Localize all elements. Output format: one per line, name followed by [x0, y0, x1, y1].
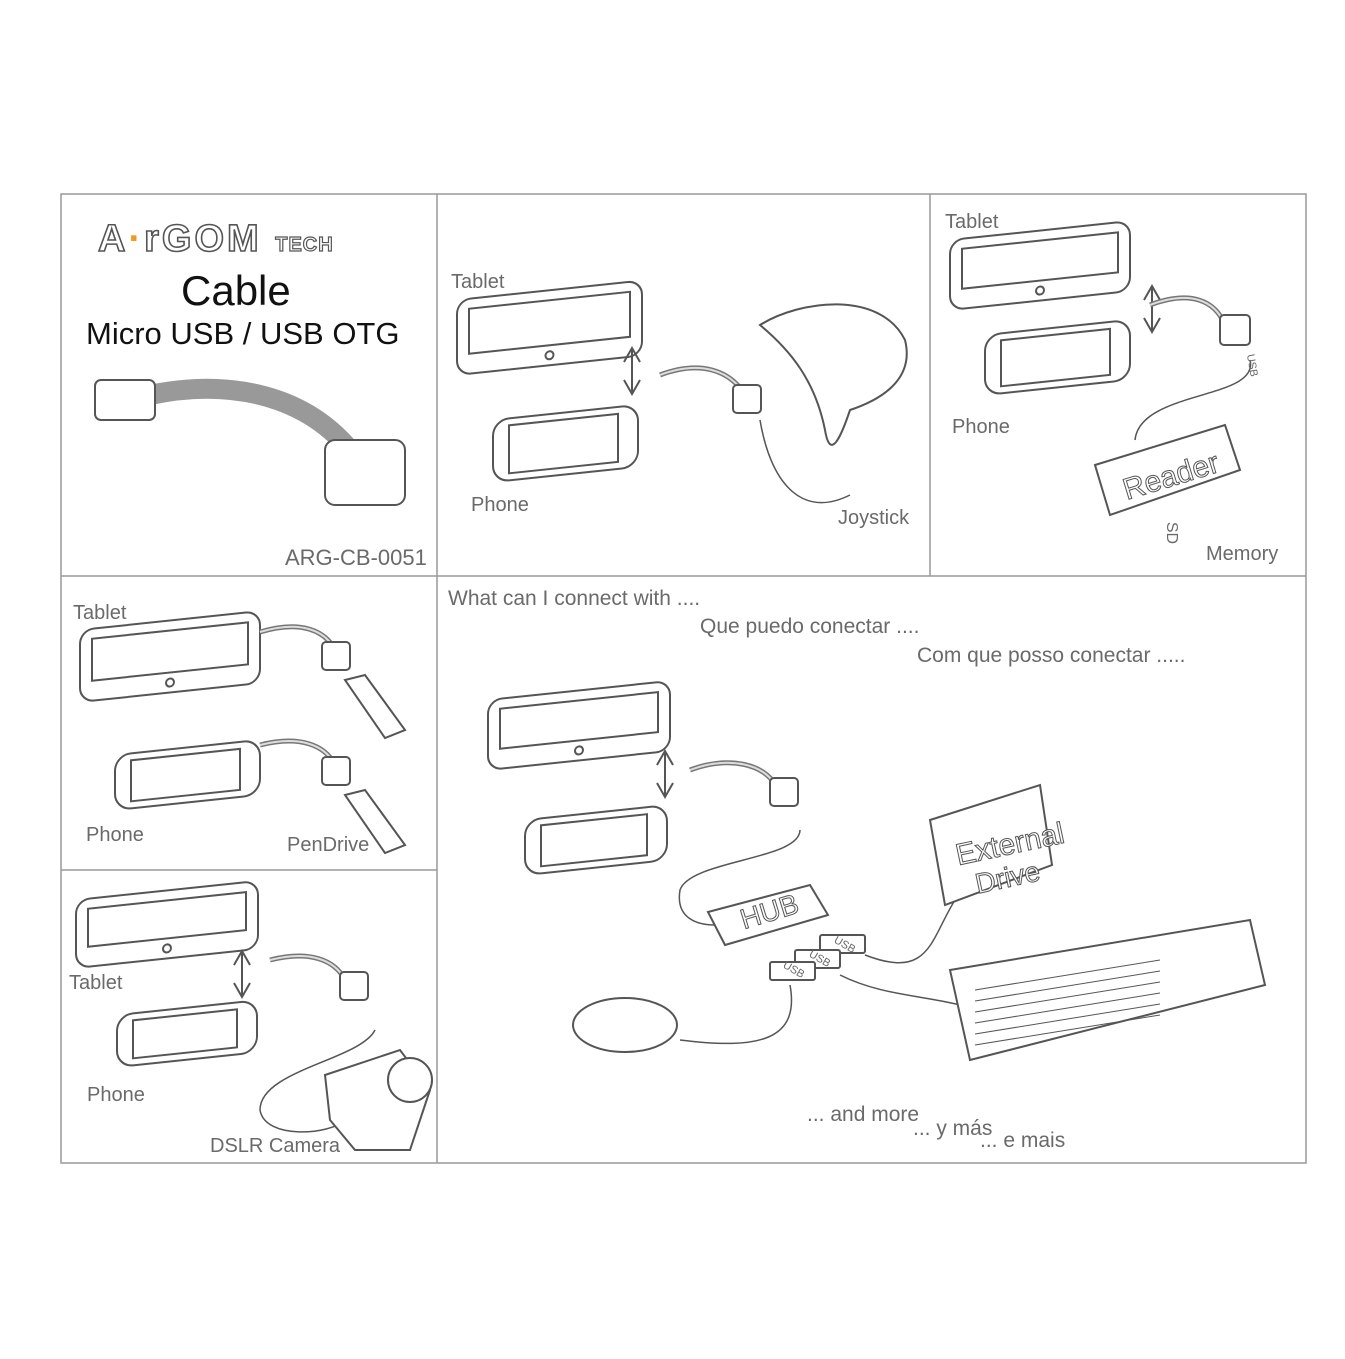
pendrive-drawing: [343, 788, 407, 855]
arrow-down-icon: [233, 973, 251, 1000]
keyboard-keys-drawing: [974, 970, 1161, 1002]
heading-spanish: Que puedo conectar ....: [700, 615, 920, 638]
label-memory: Memory: [1206, 543, 1279, 565]
card-reader-drawing: [1093, 423, 1242, 517]
usb-socket-drawing: [732, 384, 762, 414]
wire: [678, 829, 801, 926]
phone-drawing: [114, 740, 261, 810]
usb-plug-drawing: [769, 961, 816, 981]
keyboard-drawing: [948, 918, 1267, 1062]
label-tablet: Tablet: [451, 271, 505, 293]
tablet-drawing: [456, 280, 643, 375]
arrow-down-icon: [1143, 308, 1161, 335]
external-drive-drawing: [928, 783, 1054, 907]
argom-logo: A·rGOM TECH: [97, 217, 334, 261]
arrow-up-icon: [233, 948, 251, 975]
arrow-down-icon: [656, 773, 674, 800]
label-phone: Phone: [952, 416, 1010, 438]
arrow-down-icon: [623, 370, 641, 397]
label-phone: Phone: [471, 494, 529, 516]
label-dslr-camera: DSLR Camera: [210, 1135, 341, 1157]
label-tablet: Tablet: [73, 602, 127, 624]
wire: [1134, 359, 1252, 441]
usb-socket-drawing: [339, 971, 369, 1001]
label-pendrive: PenDrive: [287, 834, 370, 856]
wire: [839, 974, 961, 1006]
panel-grid: [60, 193, 1307, 1164]
wire: [759, 419, 851, 504]
usb-socket-drawing: [321, 756, 351, 786]
wire: [864, 899, 956, 964]
more-english: ... and more: [807, 1103, 920, 1126]
keyboard-keys-drawing: [974, 959, 1161, 991]
outer-border: [60, 193, 1307, 1164]
heading-portuguese: Com que posso conectar .....: [917, 644, 1186, 667]
usb-plug-drawing: [819, 934, 866, 954]
wire: [679, 984, 793, 1045]
tablet-drawing: [949, 221, 1131, 310]
mouse-drawing: [572, 997, 678, 1053]
more-portuguese: ... e mais: [980, 1129, 1066, 1152]
label-tablet: Tablet: [69, 972, 123, 994]
keyboard-keys-drawing: [974, 981, 1161, 1013]
label-joystick: Joystick: [838, 507, 910, 529]
keyboard-keys-drawing: [974, 1014, 1161, 1046]
usb-hub-drawing: [706, 883, 830, 947]
keyboard-keys-drawing: [974, 1003, 1161, 1035]
label-phone: Phone: [86, 824, 144, 846]
heading-english: What can I connect with ....: [448, 587, 701, 610]
usb-socket-drawing: [769, 777, 799, 807]
tablet-drawing: [79, 611, 261, 702]
micro-usb-plug-drawing: [94, 379, 156, 421]
phone-drawing: [492, 405, 639, 482]
product-subtitle: Micro USB / USB OTG: [86, 316, 400, 351]
phone-drawing: [116, 1000, 258, 1067]
keyboard-keys-drawing: [974, 992, 1161, 1024]
otg-cable-drawing: [269, 953, 348, 982]
usb-socket-drawing: [321, 641, 351, 671]
model-number: ARG-CB-0051: [285, 545, 427, 570]
tablet-drawing: [487, 681, 671, 770]
more-spanish: ... y más: [913, 1117, 993, 1140]
arrow-up-icon: [656, 748, 674, 775]
camera-lens-drawing: [387, 1057, 433, 1103]
pendrive-drawing: [343, 673, 407, 740]
tablet-drawing: [75, 881, 259, 968]
otg-cable-drawing: [147, 378, 358, 457]
joystick-drawing: [758, 303, 908, 446]
arrow-up-icon: [623, 345, 641, 372]
wire: [259, 1029, 376, 1133]
product-title: Cable: [181, 267, 291, 314]
phone-drawing: [984, 320, 1131, 395]
usb-socket-drawing: [1219, 314, 1251, 346]
sd-label: SD: [1163, 521, 1181, 545]
usb-a-socket-drawing: [324, 439, 406, 506]
phone-drawing: [524, 805, 668, 875]
label-phone: Phone: [87, 1084, 145, 1106]
label-tablet: Tablet: [945, 211, 999, 233]
